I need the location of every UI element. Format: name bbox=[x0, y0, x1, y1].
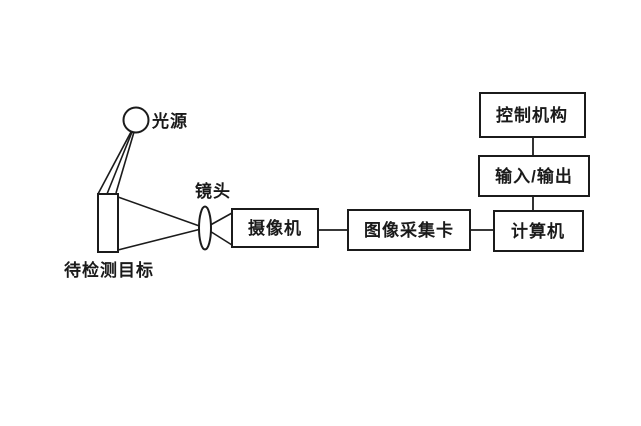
camera-box-label: 摄像机 bbox=[248, 218, 302, 238]
lens-label: 镜头 bbox=[195, 181, 231, 201]
light-rays bbox=[97, 131, 135, 195]
light-source-circle bbox=[122, 106, 150, 134]
target-label: 待检测目标 bbox=[64, 260, 154, 280]
frame-grabber-box bbox=[347, 209, 471, 251]
imaging-ray bbox=[117, 227, 206, 251]
light-ray bbox=[97, 131, 132, 195]
io-box bbox=[478, 155, 590, 197]
io-box-label: 输入/输出 bbox=[495, 166, 573, 186]
lens-ellipse bbox=[198, 205, 212, 251]
light-source-label: 光源 bbox=[151, 111, 188, 131]
computer-box bbox=[493, 210, 584, 252]
computer-box-label: 计算机 bbox=[511, 221, 565, 241]
imaging-rays bbox=[117, 196, 233, 251]
camera-box bbox=[231, 208, 319, 248]
target-rect bbox=[97, 193, 119, 253]
imaging-ray bbox=[117, 196, 206, 229]
light-ray bbox=[106, 131, 133, 195]
light-ray bbox=[115, 131, 135, 194]
controller-box-label: 控制机构 bbox=[496, 105, 568, 125]
connectors bbox=[318, 137, 534, 231]
controller-box bbox=[479, 92, 586, 138]
frame-grabber-box-label: 图像采集卡 bbox=[364, 220, 454, 240]
